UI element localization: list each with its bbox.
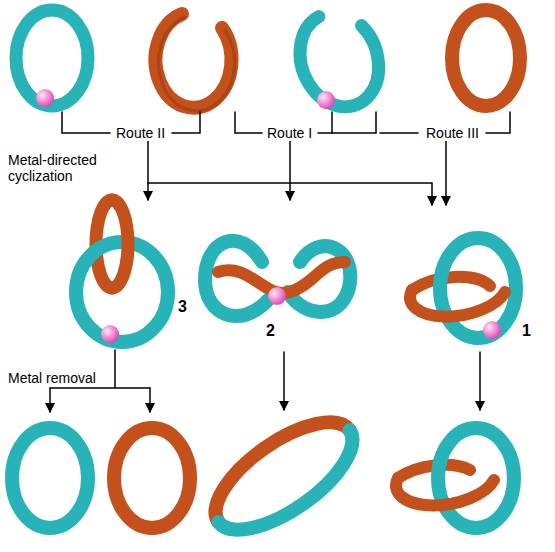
- callout-number: 3: [178, 298, 187, 316]
- metal-ion: [483, 321, 501, 339]
- step-label: Metal-directed cyclization: [8, 152, 120, 184]
- metal-ion: [36, 89, 54, 107]
- route-label: Route III: [423, 125, 482, 141]
- metal-ion: [317, 91, 335, 109]
- macrocycle: [16, 10, 88, 106]
- free-ring: [114, 428, 190, 528]
- step-label: Metal removal: [8, 370, 118, 386]
- callout-number: 2: [266, 322, 275, 340]
- metal-ion: [101, 325, 119, 343]
- orange-ring: [412, 277, 490, 290]
- open-chain: [287, 2, 391, 118]
- callout-number: 1: [522, 322, 531, 340]
- macrocycle: [452, 10, 520, 106]
- route-label: Route II: [113, 125, 168, 141]
- large-macrocycle: [199, 402, 369, 549]
- free-ring: [12, 428, 88, 528]
- route-label: Route I: [264, 125, 315, 141]
- metal-ion: [268, 287, 286, 305]
